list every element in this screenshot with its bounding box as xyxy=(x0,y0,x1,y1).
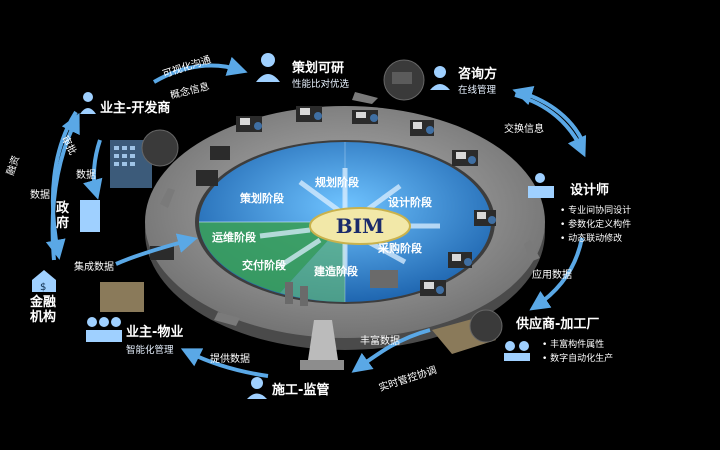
owner-property-sub: 智能化管理 xyxy=(126,345,174,356)
construction-icon xyxy=(247,377,267,399)
ring-arrows xyxy=(160,92,540,326)
phase-procurement: 采购阶段 xyxy=(378,242,422,255)
owner-property-title: 业主-物业 xyxy=(126,325,184,340)
designer-bullet-3: 动态联动修改 xyxy=(560,234,622,244)
designer-title: 设计师 xyxy=(570,183,610,198)
phase-scheme: 规划阶段 xyxy=(315,176,359,189)
government-icon xyxy=(80,200,100,232)
finance-icon: $ xyxy=(32,270,56,293)
bim-label: BIM xyxy=(335,214,385,238)
finance-title: 金融机构 xyxy=(30,295,57,325)
consultant-sub: 在线管理 xyxy=(458,85,497,96)
consultant-title: 咨询方 xyxy=(458,67,498,82)
supplier-title: 供应商-加工厂 xyxy=(516,317,600,332)
construction-title: 施工-监管 xyxy=(272,383,330,398)
phase-operation: 运维阶段 xyxy=(212,231,256,244)
flow-apply-data: 应用数据 xyxy=(532,270,572,281)
flow-data-left: 数据 xyxy=(30,190,50,201)
consultant-icon xyxy=(430,66,450,90)
designer-bullet-2: 参数化定义构件 xyxy=(560,220,631,230)
phase-delivery: 交付阶段 xyxy=(242,259,286,272)
supplier-bullet-1: 丰富构件属性 xyxy=(542,340,604,350)
planning-icon xyxy=(256,53,280,82)
flow-integrate-data: 集成数据 xyxy=(74,262,114,273)
flow-rich-data: 丰富数据 xyxy=(360,336,400,347)
supplier-icon xyxy=(504,341,530,361)
designer-bullet-1: 专业间协同设计 xyxy=(560,206,631,216)
designer-icon xyxy=(528,173,554,198)
government-title: 政府 xyxy=(56,201,70,231)
phase-design: 设计阶段 xyxy=(388,196,432,209)
owner-property-icon xyxy=(86,317,122,342)
flow-data-inner: 数据 xyxy=(76,170,96,181)
supplier-bullet-2: 数字自动化生产 xyxy=(542,354,613,364)
workstation-figures xyxy=(150,106,496,306)
flow-provide-data: 提供数据 xyxy=(210,354,250,365)
cycle-arrows xyxy=(45,56,587,378)
phase-planning: 策划阶段 xyxy=(240,192,284,205)
planning-sub: 性能比对优选 xyxy=(292,79,350,90)
flow-exchange-info: 交换信息 xyxy=(504,124,544,135)
bim-core xyxy=(309,207,411,245)
planning-title: 策划可研 xyxy=(292,61,345,76)
stakeholder-photos xyxy=(100,59,503,370)
owner-developer-icon xyxy=(80,92,96,114)
svg-text:$: $ xyxy=(40,282,46,293)
owner-developer-title: 业主-开发商 xyxy=(100,101,171,116)
phase-construction: 建造阶段 xyxy=(314,265,358,278)
